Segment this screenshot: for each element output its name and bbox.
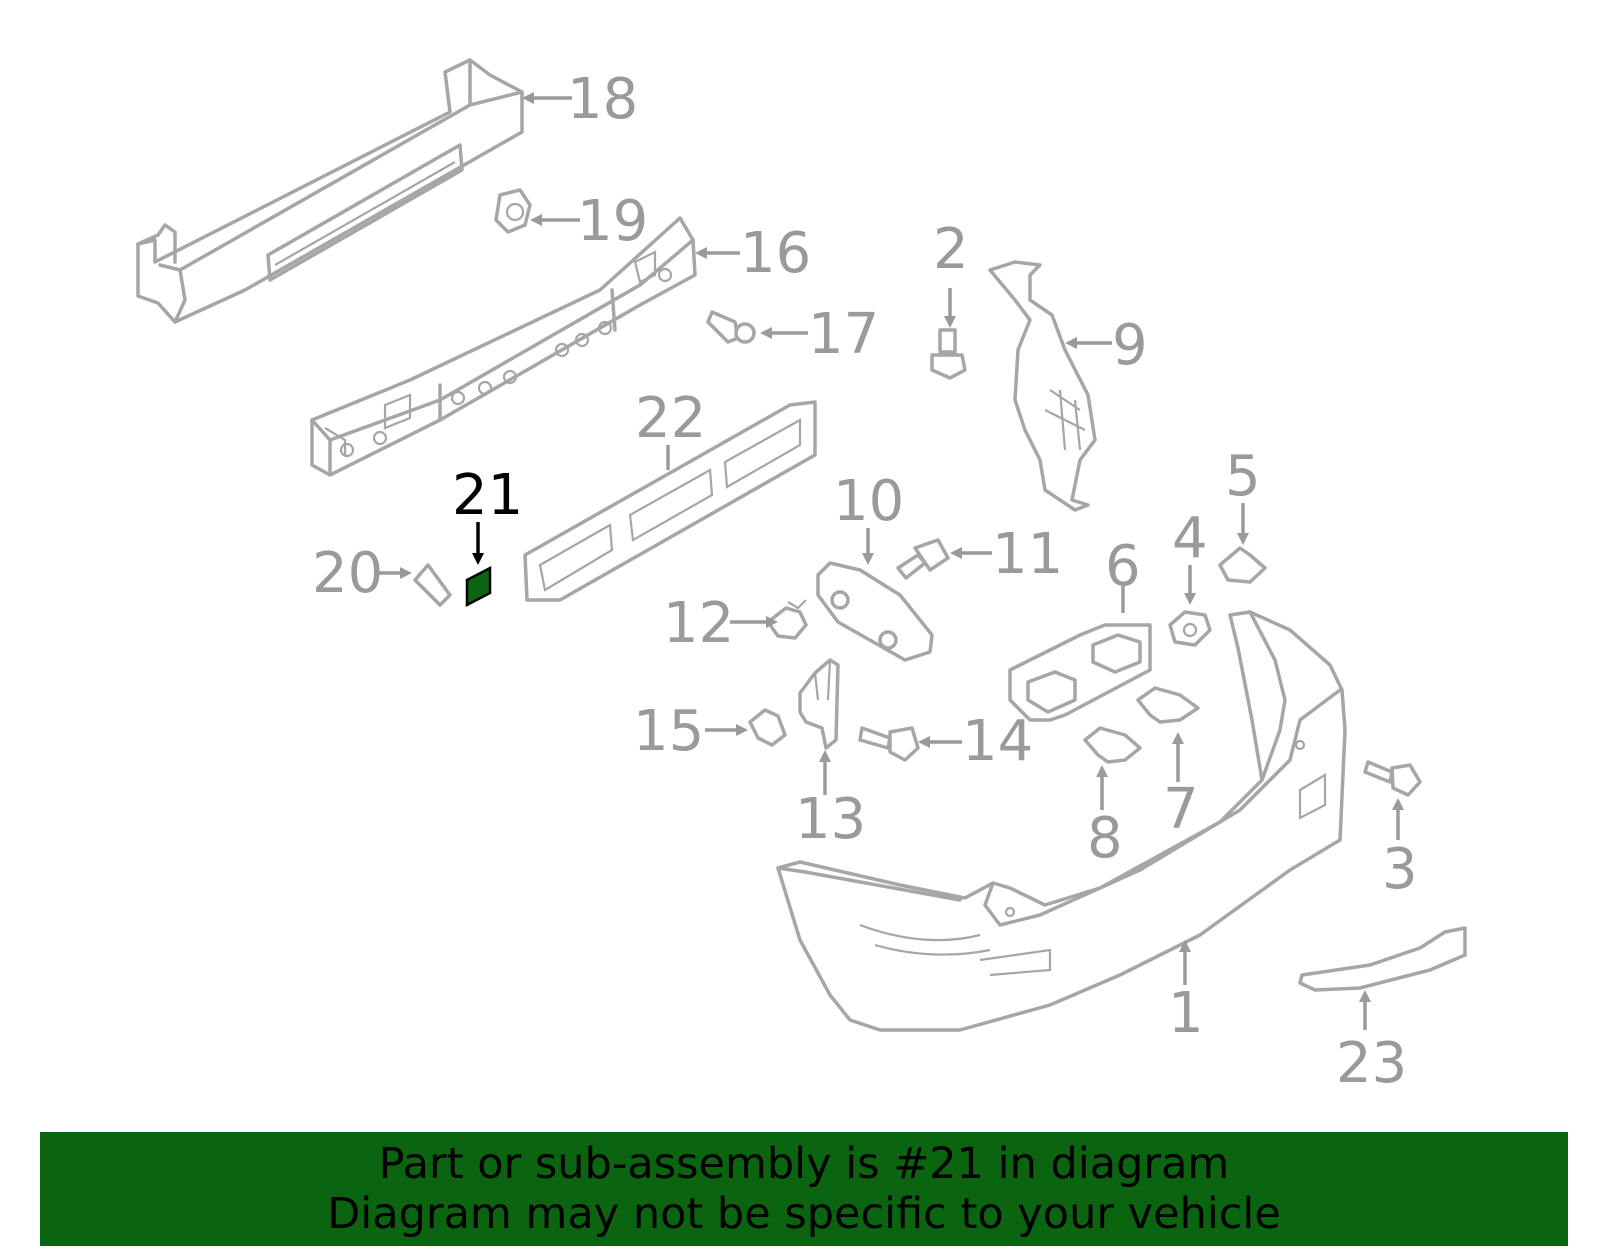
part-5-clip <box>1218 546 1267 584</box>
callout-12: 12 <box>663 591 734 656</box>
callout-1: 1 <box>1168 981 1204 1046</box>
callout-19: 19 <box>577 189 648 254</box>
part-10-bracket-bar <box>816 561 934 662</box>
callout-10: 10 <box>833 469 904 534</box>
part-11-bolt <box>896 538 950 580</box>
part-22-panel <box>523 400 817 602</box>
callout-6: 6 <box>1105 534 1141 599</box>
part-23-trim-strip <box>1298 926 1467 992</box>
part-18-reinforcement-beam <box>136 58 524 324</box>
part-14-bolt <box>858 726 920 762</box>
part-12-clip <box>766 599 808 640</box>
banner-line-disclaimer: Diagram may not be specific to your vehi… <box>327 1189 1281 1239</box>
banner-line-part: Part or sub-assembly is #21 in diagram <box>378 1139 1230 1189</box>
part-6-bracket <box>1008 623 1152 722</box>
part-16-energy-absorber <box>310 216 697 477</box>
callout-3: 3 <box>1382 837 1418 902</box>
callout-21: 21 <box>452 463 523 528</box>
callout-18: 18 <box>567 67 638 132</box>
callout-13: 13 <box>795 787 866 852</box>
callout-2: 2 <box>933 217 969 282</box>
part-3-bolt <box>1363 760 1422 797</box>
callout-4: 4 <box>1172 506 1208 571</box>
info-banner: Part or sub-assembly is #21 in diagram D… <box>40 1132 1568 1246</box>
part-4-grommet <box>1168 610 1212 647</box>
part-15-clip <box>748 708 787 747</box>
part-9-bracket <box>988 260 1097 512</box>
part-21-highlighted <box>465 565 492 608</box>
leader-lines <box>378 92 1404 1030</box>
callout-14: 14 <box>962 709 1033 774</box>
callout-20: 20 <box>312 541 383 606</box>
callout-17: 17 <box>808 302 879 367</box>
callout-15: 15 <box>633 699 704 764</box>
part-19-nut <box>494 188 532 234</box>
part-8-clip <box>1083 726 1142 764</box>
callout-16: 16 <box>740 221 811 286</box>
part-7-clip <box>1136 686 1200 724</box>
part-13-bracket <box>798 658 840 750</box>
callout-7: 7 <box>1163 777 1199 842</box>
callout-9: 9 <box>1112 313 1148 378</box>
part-2-bolt <box>930 328 967 380</box>
part-1-bumper-cover <box>776 610 1347 1032</box>
part-21-shape <box>465 565 492 608</box>
callout-labels: 18 19 16 17 2 9 22 10 11 21 20 12 6 4 5 … <box>312 67 1418 1096</box>
callout-8: 8 <box>1087 806 1123 871</box>
part-17-clip <box>706 310 756 344</box>
part-20-wedge <box>413 563 452 607</box>
callout-5: 5 <box>1225 444 1261 509</box>
callout-23: 23 <box>1336 1031 1407 1096</box>
callout-11: 11 <box>992 522 1063 587</box>
callout-22: 22 <box>635 386 706 451</box>
